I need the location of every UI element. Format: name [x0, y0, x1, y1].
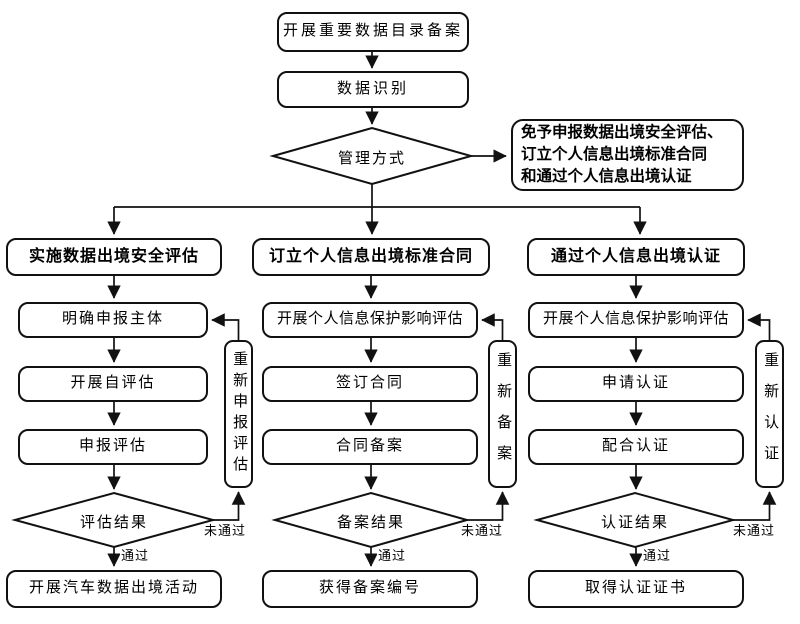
node-self-assessment: 开展自评估 — [18, 366, 208, 402]
edge-c1-redo — [481, 313, 504, 340]
edge-c0-redo — [211, 313, 240, 340]
node-obtain-certificate: 取得认证证书 — [528, 570, 744, 608]
node-sign-contract: 签订合同 — [262, 366, 478, 402]
node-carry-out-export: 开展汽车数据出境活动 — [6, 570, 222, 608]
node-start: 开展重要数据目录备案 — [277, 12, 469, 52]
edge-c0-fail — [213, 491, 246, 521]
decision-filing-result-label: 备案结果 — [336, 515, 405, 531]
node-redo-assessment: 重新申报评估 — [224, 340, 253, 488]
node-obtain-filing-number: 获得备案编号 — [262, 570, 478, 608]
column-header-contract: 订立个人信息出境标准合同 — [252, 238, 490, 276]
edge-label-fail-0: 未通过 — [203, 523, 248, 538]
edge-c2-redo — [747, 313, 771, 340]
edge-label-fail-2: 未通过 — [732, 523, 777, 538]
node-pia-certification: 开展个人信息保护影响评估 — [528, 302, 744, 338]
decision-management-mode-label: 管理方式 — [337, 151, 406, 167]
decision-cert-result-label: 认证结果 — [600, 515, 669, 531]
decision-assessment-result-label: 评估结果 — [79, 515, 148, 531]
decision-cert-result-shape — [533, 491, 737, 549]
node-pia-contract: 开展个人信息保护影响评估 — [262, 302, 478, 338]
edge-label-fail-1: 未通过 — [460, 523, 505, 538]
node-contract-filing: 合同备案 — [262, 429, 478, 465]
column-header-certification: 通过个人信息出境认证 — [527, 238, 745, 276]
node-data-identify: 数据识别 — [277, 71, 469, 108]
edge-label-pass-1: 通过 — [377, 548, 408, 563]
decision-assessment-result-shape — [11, 491, 217, 549]
node-exemption: 免予申报数据出境安全评估、 订立个人信息出境标准合同 和通过个人信息出境认证 — [511, 119, 744, 191]
column-header-assessment: 实施数据出境安全评估 — [6, 238, 222, 276]
edge-label-pass-2: 通过 — [642, 548, 673, 563]
node-apply-certification: 申请认证 — [528, 366, 744, 402]
node-confirm-subject: 明确申报主体 — [18, 302, 208, 338]
node-declare-assessment: 申报评估 — [18, 429, 208, 465]
edge-c2-fail — [733, 491, 777, 521]
edge-label-pass-0: 通过 — [120, 548, 151, 563]
decision-management-mode-shape — [269, 126, 475, 186]
node-redo-filing: 重新备案 — [488, 340, 517, 488]
decision-filing-result-shape — [271, 491, 471, 549]
node-cooperate-certification: 配合认证 — [528, 429, 744, 465]
node-redo-certification: 重新认证 — [755, 340, 784, 488]
edge-c1-fail — [467, 491, 510, 521]
